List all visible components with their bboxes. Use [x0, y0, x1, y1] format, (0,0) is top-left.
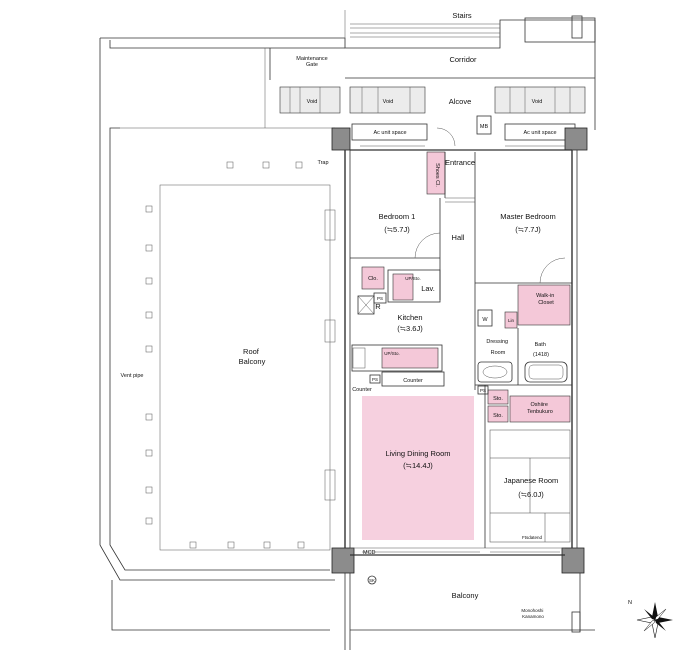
linen-closet	[504, 311, 518, 329]
walk-in-closet-label-line2: Closet	[538, 300, 554, 306]
storage-2-label: Sto.	[493, 413, 503, 419]
dressing-room-label: Dressing Room	[486, 339, 509, 356]
dressing-room-line1: Dressing	[486, 339, 508, 345]
lavatory	[387, 269, 441, 303]
unit-walls	[331, 127, 588, 574]
bedroom1-label: Bedroom 1	[379, 212, 416, 221]
closet-label: Clo.	[368, 276, 378, 282]
ps-box-3	[477, 385, 489, 395]
ps-label-1: PS	[377, 296, 383, 301]
storage-1	[487, 389, 509, 405]
bath-label: Bath (1418)	[533, 342, 549, 358]
walk-in-closet-label-line1: Walk-in	[536, 293, 554, 299]
alcove-label: Alcove	[449, 97, 472, 106]
oshiire-label: Oshiire Tenbukuro	[527, 402, 553, 415]
dressing-room-line2: Room	[491, 350, 506, 356]
counter	[381, 371, 445, 387]
kitchen-size: (≒3.6J)	[397, 324, 423, 333]
walk-in-closet	[517, 284, 571, 326]
washer-space	[477, 309, 493, 327]
mcd-label: MCD	[363, 550, 376, 556]
trap-label: Trap	[317, 160, 328, 166]
ac-unit-space-left	[351, 123, 428, 141]
master-bedroom-label: Master Bedroom	[500, 212, 555, 221]
interior: Shoes Cl. Entrance Bedroom 1 (≒5.7J) Mas…	[350, 151, 572, 553]
kitchen-counter	[351, 344, 443, 372]
living-dining-label: Living Dining Room	[385, 449, 450, 458]
bedroom1-size: (≒5.7J)	[384, 225, 410, 234]
bathtub	[524, 361, 568, 383]
monohoshi-line1: Monohoshi	[521, 608, 543, 613]
void-center-label: Void	[383, 99, 394, 105]
refrigerator-space	[357, 295, 375, 315]
linen-label: Lin	[508, 318, 515, 323]
meter-box-label: MB	[480, 124, 489, 130]
slop-sink	[367, 575, 377, 585]
japanese-room-label: Japanese Room	[504, 476, 559, 485]
kitchen-storage	[381, 347, 439, 369]
washer-label: W	[482, 317, 488, 323]
ac-unit-space-left-label: Ac unit space	[373, 130, 406, 136]
void-center	[349, 86, 426, 114]
walk-in-closet-label: Walk-in Closet	[536, 293, 556, 306]
balcony: MCD SK Balcony Monohoshi Kanamono	[111, 550, 595, 650]
closet	[361, 266, 385, 290]
ps-box-2	[369, 374, 381, 384]
refrigerator-label: R	[375, 302, 381, 311]
bath-line1: Bath	[535, 342, 546, 348]
compass-north-label: N	[628, 600, 632, 606]
lavatory-label: Lav.	[421, 284, 435, 293]
ac-unit-space-right-label: Ac unit space	[523, 130, 556, 136]
roof-balcony-label-line2: Balcony	[239, 357, 266, 366]
counter-label: Counter	[403, 378, 423, 384]
master-bedroom-size: (≒7.7J)	[515, 225, 541, 234]
roof-balcony-label-line1: Roof	[243, 347, 260, 356]
entrance-label: Entrance	[445, 158, 475, 167]
tokonoma-label: Ftsdatend	[522, 535, 543, 540]
roof-balcony-label: Roof Balcony	[239, 347, 266, 366]
up-sto-label-2: UP/Sto.	[384, 351, 400, 356]
step-2	[324, 319, 336, 343]
step-3	[324, 469, 336, 501]
void-right-label: Void	[532, 99, 543, 105]
kitchen-label: Kitchen	[397, 313, 422, 322]
vent-pipe-label: Vent pipe	[121, 373, 144, 379]
storage-2	[487, 405, 509, 423]
step-1	[324, 209, 336, 241]
maintenance-gate-line2: Gate	[306, 62, 318, 68]
tatami-mats	[489, 429, 571, 543]
ps-label-2: PS	[372, 377, 378, 382]
living-dining-highlight	[362, 396, 474, 540]
japanese-room-size: (≒6.0J)	[518, 490, 544, 499]
corridor-label: Corridor	[449, 55, 477, 64]
oshiire-line1: Oshiire	[531, 402, 548, 408]
monohoshi-label: Monohoshi Kanamono	[521, 608, 544, 619]
meter-box	[476, 115, 492, 135]
compass-icon: N	[628, 600, 673, 639]
roof-balcony: Roof Balcony Vent pipe Trap	[99, 38, 336, 581]
storage-1-label: Sto.	[493, 396, 503, 402]
sk-label: SK	[369, 578, 375, 583]
stairs-label: Stairs	[452, 11, 471, 20]
up-sto-label-1: UP/Sto.	[405, 276, 421, 281]
void-left-label: Void	[307, 99, 318, 105]
wash-basin	[477, 361, 513, 383]
monohoshi-line2: Kanamono	[522, 614, 544, 619]
ps-label-3: PS	[480, 388, 486, 393]
hall-label: Hall	[452, 233, 465, 242]
lavatory-storage	[392, 273, 414, 301]
counter-label-2: Counter	[352, 387, 372, 393]
maintenance-gate-line1: Maintenance	[296, 56, 328, 62]
shoes-closet-label: Shoes Cl.	[434, 163, 440, 187]
oshiire-line2: Tenbukuro	[527, 409, 553, 415]
balcony-label: Balcony	[452, 591, 479, 600]
living-dining-size: (≒14.4J)	[403, 461, 433, 470]
oshiire	[509, 395, 571, 423]
bath-line2: (1418)	[533, 352, 549, 358]
